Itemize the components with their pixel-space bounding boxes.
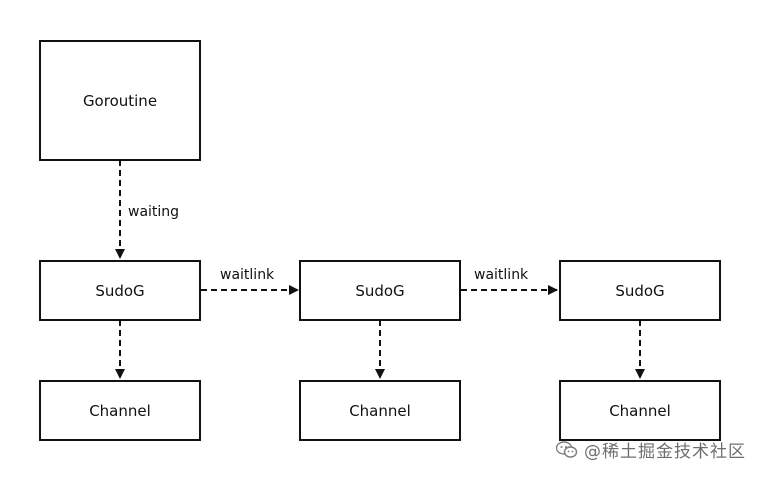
channel-node-3: Channel	[559, 380, 721, 441]
edge-label-waitlink-2: waitlink	[474, 267, 529, 283]
channel-label: Channel	[349, 401, 411, 420]
channel-node-2: Channel	[299, 380, 461, 441]
watermark: @稀土掘金技术社区	[556, 437, 746, 462]
channel-label: Channel	[89, 401, 151, 420]
sudog-label: SudoG	[95, 281, 145, 300]
wechat-icon	[556, 440, 578, 458]
sudog-label: SudoG	[615, 281, 665, 300]
edge-label-waitlink-1: waitlink	[220, 267, 275, 283]
goroutine-label: Goroutine	[82, 91, 158, 110]
sudog-label: SudoG	[355, 281, 405, 300]
sudog-node-2: SudoG	[299, 260, 461, 321]
channel-label: Channel	[609, 401, 671, 420]
goroutine-node: Goroutine	[39, 40, 201, 161]
sudog-node-3: SudoG	[559, 260, 721, 321]
sudog-node-1: SudoG	[39, 260, 201, 321]
channel-node-1: Channel	[39, 380, 201, 441]
watermark-text: @稀土掘金技术社区	[584, 442, 746, 462]
edge-label-waiting: waiting	[128, 204, 180, 220]
